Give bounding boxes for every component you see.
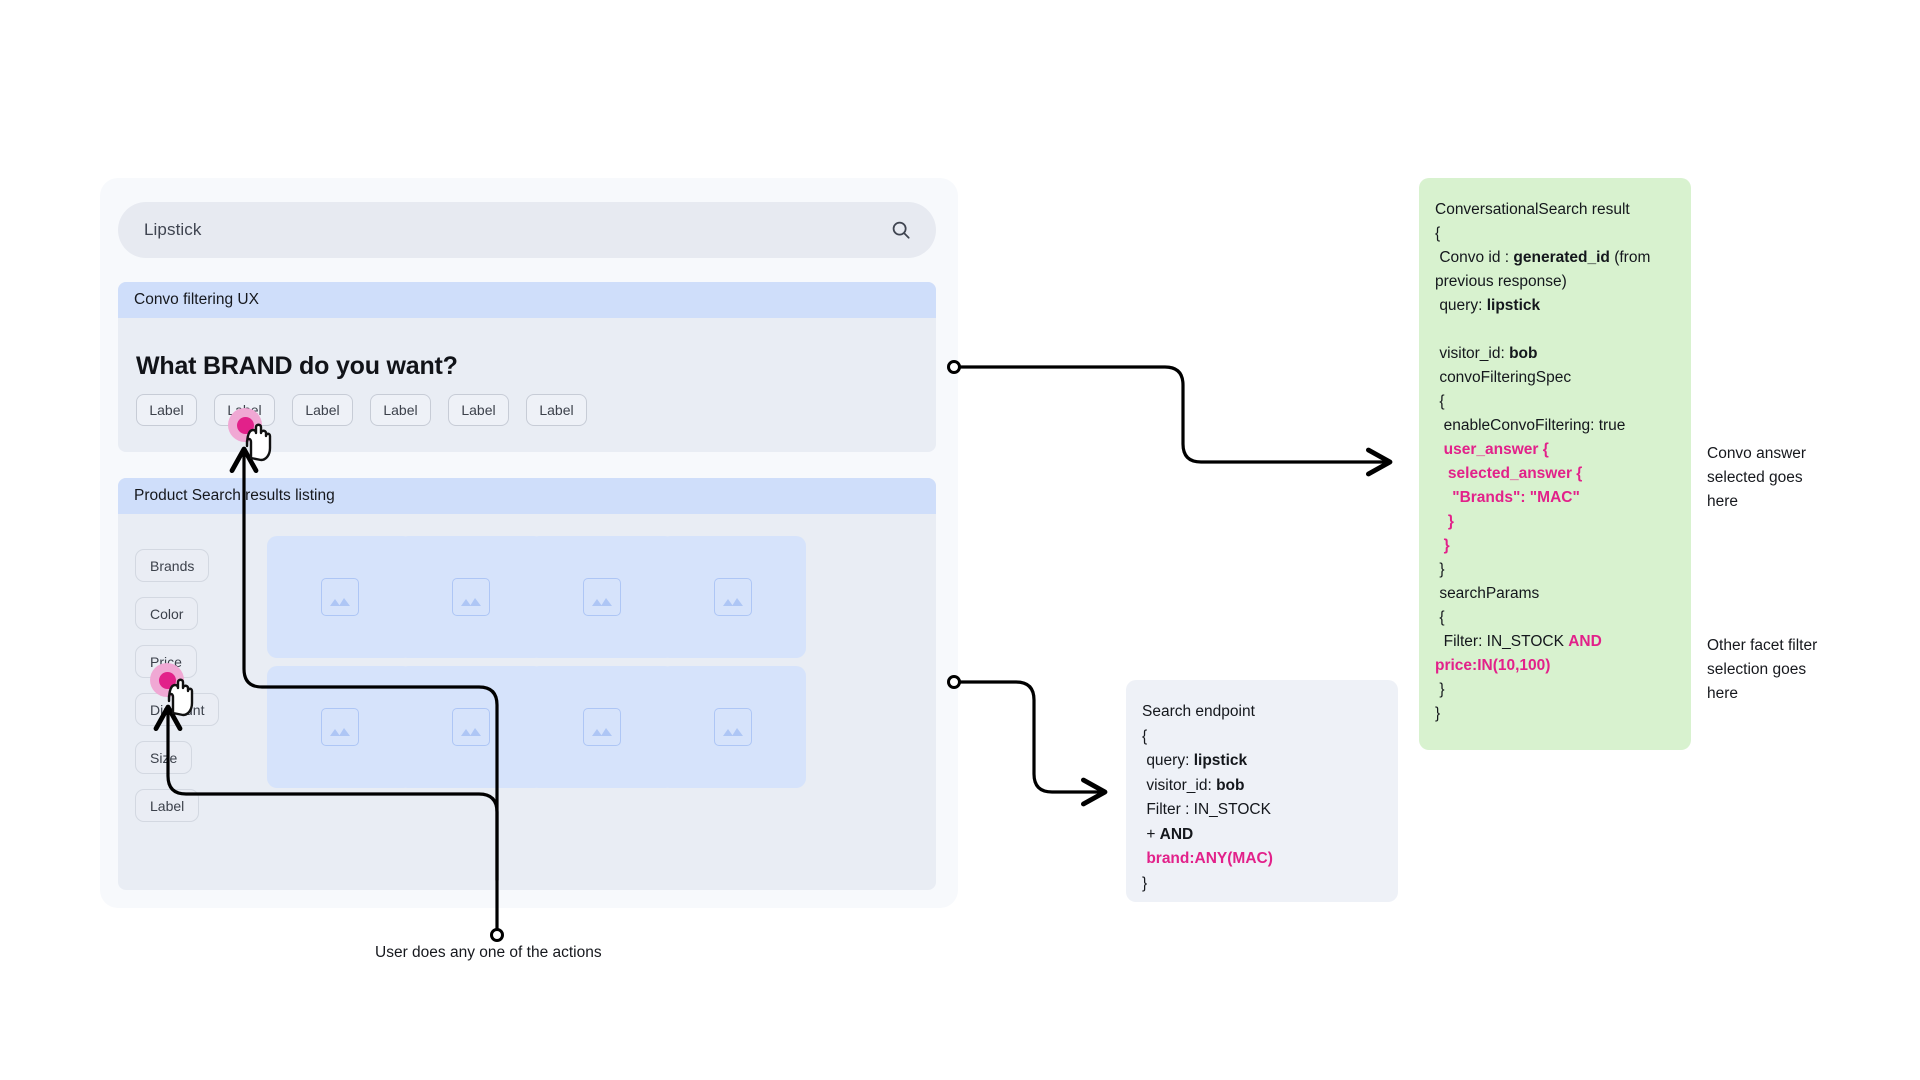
convo-chip-3[interactable]: Label — [370, 394, 431, 426]
convo-result-line: } — [1435, 561, 1445, 578]
image-placeholder-icon — [452, 578, 490, 616]
search-endpoint-line: visitor_id: bob — [1142, 776, 1245, 794]
search-icon[interactable] — [890, 219, 912, 241]
convo-result-line: } — [1435, 513, 1454, 530]
hand-pointer-icon — [167, 678, 194, 717]
search-endpoint-line: { — [1142, 727, 1148, 745]
image-placeholder-icon — [583, 578, 621, 616]
convo-result-line: Convo id : generated_id (from previous r… — [1435, 249, 1655, 290]
conversational-search-result-panel: ConversationalSearch result { Convo id : … — [1419, 178, 1691, 750]
cursor-on-price-facet — [150, 663, 196, 719]
convo-result-line: visitor_id: bob — [1435, 345, 1538, 362]
image-placeholder-icon — [583, 708, 621, 746]
product-card[interactable] — [660, 666, 806, 788]
results-section-header: Product Search results listing — [118, 478, 936, 514]
convo-result-line: { — [1435, 225, 1441, 242]
product-card[interactable] — [660, 536, 806, 658]
search-input-value: Lipstick — [144, 220, 202, 239]
convo-result-line: convoFilteringSpec — [1435, 369, 1572, 386]
search-endpoint-panel: Search endpoint { query: lipstick visitor… — [1126, 680, 1398, 902]
product-card[interactable] — [398, 536, 544, 658]
convo-chip-0[interactable]: Label — [136, 394, 197, 426]
product-card[interactable] — [398, 666, 544, 788]
hand-pointer-icon — [245, 423, 272, 462]
convo-result-line: selected_answer { — [1435, 465, 1583, 482]
image-placeholder-icon — [714, 578, 752, 616]
search-endpoint-line: query: lipstick — [1142, 752, 1248, 769]
product-card[interactable] — [529, 536, 675, 658]
connector-results-to-endpoint — [947, 675, 1108, 807]
search-endpoint-line: Filter : IN_STOCK — [1142, 801, 1271, 818]
convo-result-line — [1435, 318, 1675, 342]
convo-chip-4[interactable]: Label — [448, 394, 509, 426]
image-placeholder-icon — [714, 708, 752, 746]
search-endpoint-line: Search endpoint — [1142, 703, 1255, 720]
convo-result-line: ConversationalSearch result — [1435, 201, 1630, 218]
note-other-facet: Other facet filter selection goes here — [1707, 637, 1818, 702]
facet-chip-label[interactable]: Label — [135, 789, 200, 822]
convo-result-line: user_answer { — [1435, 441, 1549, 458]
convo-result-line: searchParams — [1435, 585, 1540, 602]
convo-section-header: Convo filtering UX — [118, 282, 936, 318]
product-card[interactable] — [267, 536, 413, 658]
search-input[interactable]: Lipstick — [118, 202, 936, 258]
image-placeholder-icon — [321, 578, 359, 616]
image-placeholder-icon — [452, 708, 490, 746]
connector-convo-to-result — [947, 360, 1393, 477]
product-card[interactable] — [267, 666, 413, 788]
search-endpoint-line: + AND — [1142, 825, 1194, 843]
note-convo-answer: Convo answer selected goes here — [1707, 445, 1807, 510]
convo-result-line: } — [1435, 681, 1445, 698]
convo-result-line: query: lipstick — [1435, 297, 1541, 314]
flow-caption: User does any one of the actions — [375, 944, 602, 961]
facet-chip-color[interactable]: Color — [135, 597, 199, 630]
search-endpoint-line: } — [1142, 874, 1148, 892]
product-card[interactable] — [529, 666, 675, 788]
convo-result-line: enableConvoFiltering: true — [1435, 417, 1626, 434]
convo-question-title: What BRAND do you want? — [136, 352, 458, 380]
convo-result-line: "Brands": "MAC" — [1435, 489, 1580, 506]
search-endpoint-line: brand:ANY(MAC) — [1142, 850, 1273, 867]
convo-result-line: { — [1435, 609, 1445, 626]
facet-chip-brands[interactable]: Brands — [135, 549, 210, 582]
cursor-on-convo-chip — [228, 408, 274, 464]
convo-result-line: { — [1435, 393, 1445, 410]
convo-result-line: } — [1435, 705, 1441, 722]
convo-result-line: } — [1435, 537, 1450, 554]
facet-chip-size[interactable]: Size — [135, 741, 193, 774]
convo-chip-2[interactable]: Label — [292, 394, 353, 426]
image-placeholder-icon — [321, 708, 359, 746]
convo-result-line: Filter: IN_STOCK AND price:IN(10,100) — [1435, 633, 1607, 674]
convo-chip-5[interactable]: Label — [526, 394, 587, 426]
